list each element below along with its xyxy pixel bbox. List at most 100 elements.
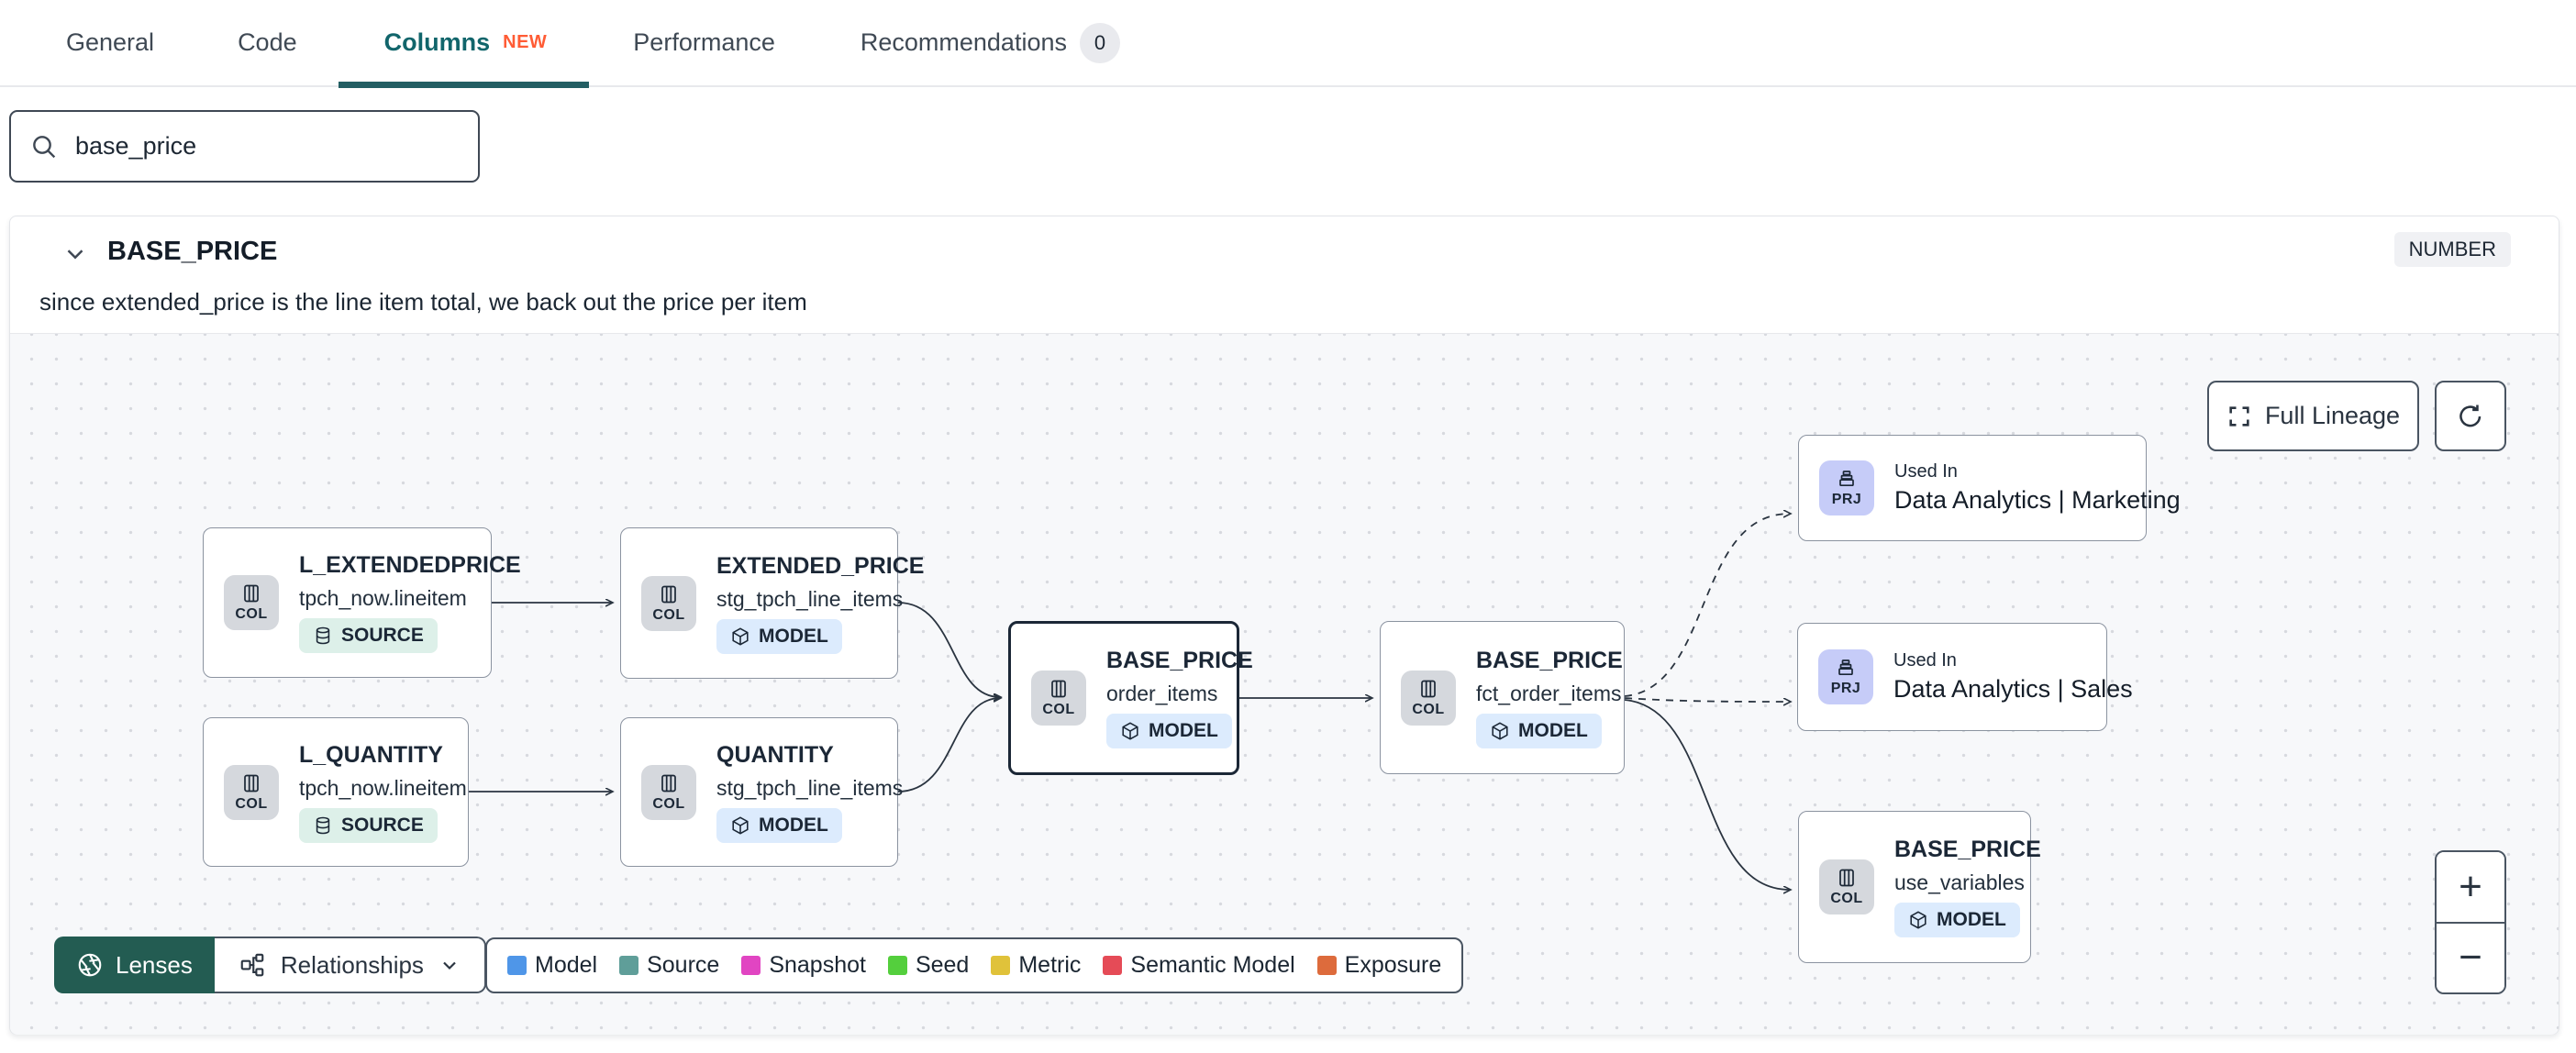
column-card-header: BASE_PRICE NUMBER since extended_price i…: [10, 216, 2559, 333]
chip-label: PRJ: [1831, 492, 1862, 507]
tab-performance[interactable]: Performance: [633, 0, 775, 86]
refresh-button[interactable]: [2435, 381, 2506, 451]
expand-icon: [2229, 405, 2249, 427]
chevron-down-icon[interactable]: [61, 240, 89, 268]
legend-swatch: [507, 956, 527, 975]
zoom-controls: + −: [2435, 850, 2506, 994]
full-lineage-label: Full Lineage: [2264, 402, 2401, 429]
badge-label: MODEL: [759, 625, 828, 647]
tab-recommendations[interactable]: Recommendations 0: [861, 0, 1120, 86]
badge-label: MODEL: [1937, 909, 2006, 930]
tab-general[interactable]: General: [66, 0, 154, 86]
lineage-canvas[interactable]: COL L_EXTENDEDPRICE tpch_now.lineitem SO…: [10, 333, 2559, 1035]
legend-swatch: [991, 956, 1011, 975]
column-chip: COL: [1401, 670, 1456, 726]
legend-swatch: [619, 956, 639, 975]
recommendations-count-badge: 0: [1080, 22, 1120, 63]
used-in-label: Used In: [1894, 461, 1958, 482]
chevron-down-icon: [443, 961, 456, 970]
tab-label: Recommendations: [860, 28, 1067, 56]
tab-label: Code: [238, 28, 297, 56]
tab-bar: General Code Columns NEW Performance Rec…: [0, 0, 2576, 88]
lineage-node-base-price-order-items[interactable]: COL BASE_PRICE order_items MODEL: [1008, 621, 1253, 775]
cube-icon: [1910, 911, 1926, 929]
chip-label: COL: [652, 606, 685, 623]
full-lineage-button[interactable]: Full Lineage: [2207, 381, 2419, 451]
used-in-label: Used In: [1893, 650, 1957, 671]
node-type-legend: Model Source Snapshot Seed Metric: [485, 937, 1464, 993]
column-name: BASE_PRICE: [107, 237, 278, 266]
lineage-node-quantity[interactable]: COL QUANTITY stg_tpch_line_items MODEL: [620, 717, 903, 867]
node-title: BASE_PRICE: [1106, 648, 1253, 673]
model-badge: MODEL: [1106, 714, 1232, 748]
lineage-edges: [469, 334, 2559, 1035]
column-description: since extended_price is the line item to…: [39, 288, 807, 316]
legend-swatch: [1103, 956, 1123, 975]
aperture-icon: [78, 953, 102, 977]
tab-label: General: [66, 28, 155, 56]
source-badge: SOURCE: [299, 618, 438, 653]
exposure-title: Data Analytics | Sales: [1893, 675, 2133, 703]
zoom-out-button[interactable]: −: [2437, 923, 2504, 992]
cube-icon: [1122, 722, 1138, 740]
node-title: BASE_PRICE: [1476, 647, 1623, 673]
refresh-icon: [2459, 404, 2482, 427]
relationships-dropdown[interactable]: Relationships: [214, 937, 486, 993]
columns-icon: [1839, 869, 1854, 887]
legend-label: Model: [535, 952, 598, 978]
lenses-button[interactable]: Lenses: [54, 937, 215, 993]
columns-icon: [661, 585, 676, 603]
legend-item-model: Model: [507, 952, 597, 979]
column-chip: COL: [641, 575, 696, 631]
plus-icon: +: [2459, 863, 2482, 909]
database-icon: [316, 626, 330, 645]
new-badge: NEW: [503, 32, 548, 52]
search-value: base_price: [75, 132, 197, 160]
column-search-input[interactable]: base_price: [9, 110, 480, 183]
legend-label: Source: [647, 952, 720, 978]
cube-icon: [1492, 721, 1508, 740]
lineage-node-extended-price[interactable]: COL EXTENDED_PRICE stg_tpch_line_items M…: [620, 527, 924, 679]
cube-icon: [732, 815, 749, 835]
chip-label: COL: [1412, 701, 1445, 717]
node-title: L_QUANTITY: [299, 741, 443, 768]
node-title: EXTENDED_PRICE: [716, 552, 925, 579]
zoom-in-button[interactable]: +: [2437, 852, 2504, 924]
lineage-node-usedin-marketing[interactable]: PRJ Used In Data Analytics | Marketing: [1798, 435, 2181, 541]
project-chip: PRJ: [1819, 460, 1874, 515]
node-title: BASE_PRICE: [1894, 837, 2041, 862]
lineage-node-l-extendedprice[interactable]: COL L_EXTENDEDPRICE tpch_now.lineitem SO…: [203, 527, 521, 678]
lenses-label: Lenses: [116, 950, 193, 979]
column-chip: COL: [1819, 859, 1874, 914]
column-type-badge: NUMBER: [2393, 232, 2511, 267]
lineage-node-usedin-sales[interactable]: PRJ Used In Data Analytics | Sales: [1797, 623, 2133, 731]
model-badge: MODEL: [716, 807, 842, 843]
lineage-node-l-quantity[interactable]: COL L_QUANTITY tpch_now.lineitem SOURCE: [203, 717, 469, 867]
model-badge: MODEL: [1894, 903, 2020, 937]
columns-icon: [1051, 680, 1066, 698]
chip-label: COL: [1042, 702, 1075, 717]
legend-swatch: [1316, 956, 1337, 975]
legend-label: Seed: [915, 952, 970, 978]
node-title: QUANTITY: [716, 741, 834, 768]
column-chip: COL: [224, 764, 279, 820]
node-subtitle: tpch_now.lineitem: [299, 586, 467, 610]
lineage-node-base-price-fct-order-items[interactable]: COL BASE_PRICE fct_order_items MODEL: [1380, 621, 1625, 774]
columns-icon: [661, 774, 676, 792]
legend-swatch: [741, 956, 761, 975]
badge-label: SOURCE: [341, 814, 424, 836]
chip-label: COL: [235, 795, 268, 812]
badge-label: SOURCE: [341, 625, 424, 646]
tab-code[interactable]: Code: [238, 0, 297, 86]
legend-label: Exposure: [1344, 952, 1442, 978]
lineage-node-base-price-use-variables[interactable]: COL BASE_PRICE use_variables MODEL: [1798, 811, 2041, 963]
legend-label: Snapshot: [769, 952, 866, 978]
relationships-label: Relationships: [280, 950, 424, 979]
legend-item-exposure: Exposure: [1316, 952, 1442, 979]
legend-label: Metric: [1018, 952, 1082, 978]
node-title: L_EXTENDEDPRICE: [299, 552, 521, 578]
tab-label: Columns: [383, 28, 491, 56]
tab-label: Performance: [633, 28, 775, 56]
tab-columns[interactable]: Columns NEW: [338, 0, 589, 88]
minus-icon: −: [2459, 935, 2482, 981]
